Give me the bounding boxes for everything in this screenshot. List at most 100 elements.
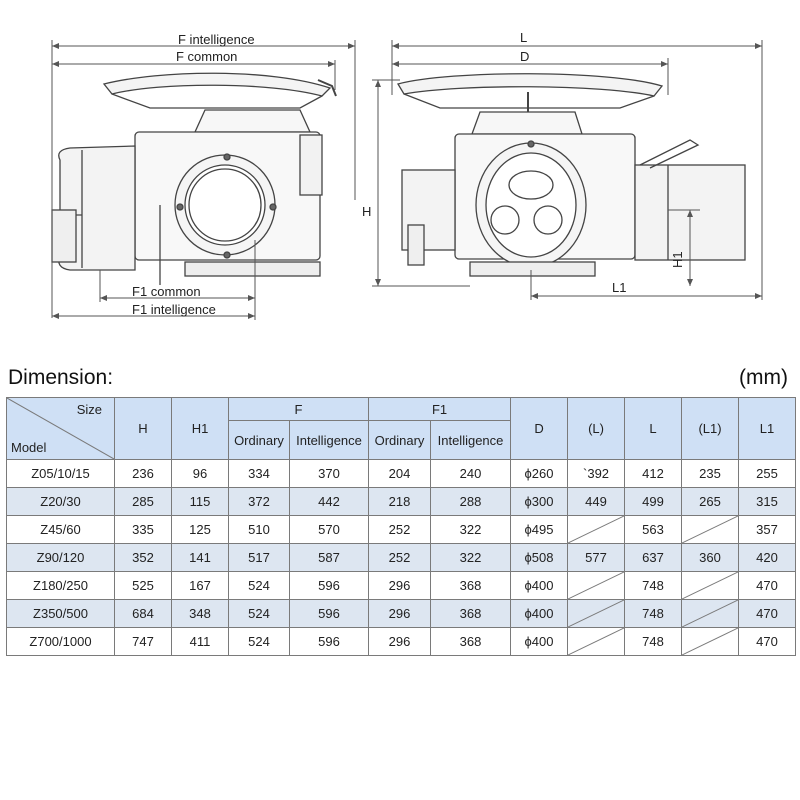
label-h: H	[362, 204, 371, 219]
cell-d: ϕ400	[510, 627, 569, 656]
cell-f1-intelligence: 368	[430, 627, 512, 656]
cell-f-ordinary: 372	[228, 487, 290, 516]
cell-h: 352	[114, 543, 172, 572]
header-h1: H1	[171, 397, 229, 460]
unit-label: (mm)	[739, 366, 788, 389]
cell-l1: 470	[738, 599, 797, 628]
cell-f1-intelligence: 368	[430, 571, 512, 600]
cell-f1-ordinary: 218	[368, 487, 432, 516]
cell-h: 335	[114, 515, 172, 544]
cell-f1-ordinary: 296	[368, 627, 432, 656]
cell-f1-ordinary: 204	[368, 459, 432, 488]
label-l: L	[520, 30, 527, 45]
cell-f-intelligence: 587	[288, 543, 370, 572]
cell-h1: 141	[171, 543, 229, 572]
left-view	[51, 72, 337, 285]
cell-f1-ordinary: 252	[368, 543, 432, 572]
cell-f1-intelligence: 368	[430, 599, 512, 628]
cell-h1: 125	[171, 515, 229, 544]
label-f1-common: F1 common	[132, 284, 201, 299]
cell-d: ϕ508	[510, 543, 569, 572]
right-dimensions	[372, 40, 763, 300]
cell-l1: 470	[738, 627, 797, 656]
cell-f-intelligence: 370	[288, 459, 370, 488]
cell-h1: 115	[171, 487, 229, 516]
cell-model: Z180/250	[6, 571, 115, 600]
cell-model: Z05/10/15	[6, 459, 115, 488]
label-f-intelligence: F intelligence	[178, 32, 255, 47]
cell-l1-paren-empty	[681, 627, 740, 656]
cell-f1-ordinary: 296	[368, 571, 432, 600]
cell-d: ϕ260	[510, 459, 569, 488]
cell-l: 748	[624, 571, 683, 600]
cell-f-ordinary: 510	[228, 515, 290, 544]
cell-f-intelligence: 596	[288, 627, 370, 656]
header-h: H	[114, 397, 172, 460]
cell-h: 525	[114, 571, 172, 600]
cell-f1-intelligence: 322	[430, 515, 512, 544]
cell-d: ϕ495	[510, 515, 569, 544]
cell-f-ordinary: 524	[228, 571, 290, 600]
cell-l1: 315	[738, 487, 797, 516]
cell-h1: 167	[171, 571, 229, 600]
cell-l: 412	[624, 459, 683, 488]
cell-l-paren: 449	[567, 487, 626, 516]
cell-f1-ordinary: 252	[368, 515, 432, 544]
header-f-ordinary: Ordinary	[228, 420, 290, 460]
cell-f1-intelligence: 240	[430, 459, 512, 488]
cell-h1: 411	[171, 627, 229, 656]
header-size: Size	[76, 402, 102, 417]
cell-model: Z700/1000	[6, 627, 115, 656]
header-l1-paren: (L1)	[681, 397, 740, 460]
cell-f-intelligence: 596	[288, 571, 370, 600]
dimension-drawing: F intelligence F common F1 common F1 int…	[51, 30, 763, 320]
cell-model: Z350/500	[6, 599, 115, 628]
header-diagonal	[7, 398, 114, 459]
label-f1-intelligence: F1 intelligence	[132, 302, 216, 317]
cell-l-paren: 577	[567, 543, 626, 572]
cell-f-ordinary: 524	[228, 599, 290, 628]
header-model: Model	[11, 440, 47, 455]
cell-f1-intelligence: 322	[430, 543, 512, 572]
left-labels: F intelligence F common F1 common F1 int…	[132, 32, 255, 317]
cell-l1: 470	[738, 571, 797, 600]
cell-l1-paren: 235	[681, 459, 740, 488]
cell-h: 236	[114, 459, 172, 488]
label-d: D	[520, 49, 529, 64]
cell-h: 285	[114, 487, 172, 516]
dimension-table: Size Model H H1 F F1 D (L) L (L1) L1 Ord…	[6, 397, 797, 656]
header-f1-intelligence: Intelligence	[430, 420, 512, 460]
cell-f-intelligence: 442	[288, 487, 370, 516]
cell-l1-paren: 265	[681, 487, 740, 516]
cell-h: 747	[114, 627, 172, 656]
cell-l: 748	[624, 627, 683, 656]
cell-l-paren-empty	[567, 627, 626, 656]
label-f-common: F common	[176, 49, 237, 64]
header-l: L	[624, 397, 683, 460]
cell-l: 637	[624, 543, 683, 572]
cell-l1-paren: 360	[681, 543, 740, 572]
cell-f-intelligence: 596	[288, 599, 370, 628]
header-f: F	[227, 397, 370, 421]
cell-h1: 96	[171, 459, 229, 488]
cell-l-paren-empty	[567, 599, 626, 628]
cell-d: ϕ400	[510, 571, 569, 600]
cell-l1-paren-empty	[681, 571, 740, 600]
header-f-intelligence: Intelligence	[288, 420, 370, 460]
cell-l: 748	[624, 599, 683, 628]
cell-d: ϕ300	[510, 487, 569, 516]
right-view	[396, 73, 746, 277]
cell-f-ordinary: 517	[228, 543, 290, 572]
cell-l: 499	[624, 487, 683, 516]
cell-l-paren-empty	[567, 515, 626, 544]
section-title: Dimension:	[8, 366, 114, 389]
left-dimensions	[51, 40, 356, 320]
header-size-model: Size Model	[6, 397, 115, 460]
cell-f-ordinary: 334	[228, 459, 290, 488]
cell-l: 563	[624, 515, 683, 544]
cell-d: ϕ400	[510, 599, 569, 628]
